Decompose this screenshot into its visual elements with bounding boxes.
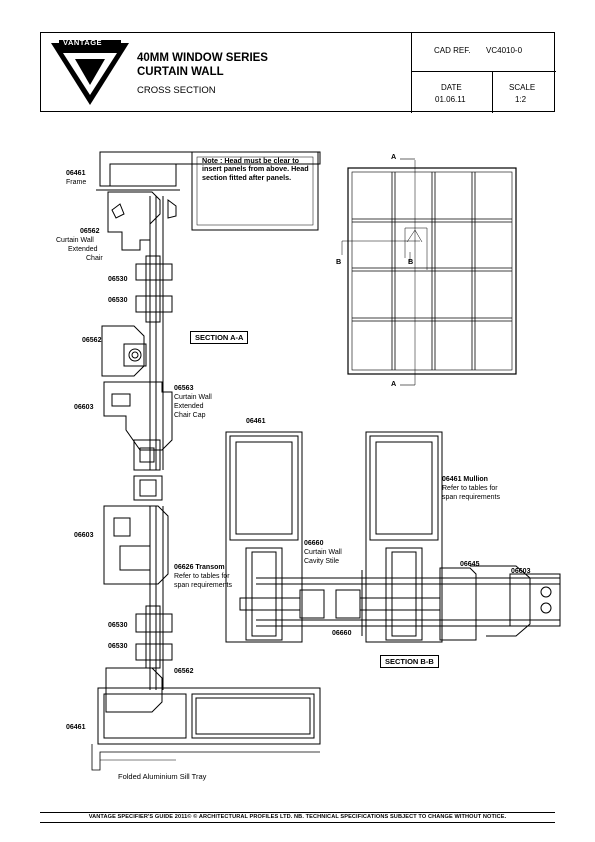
label-06562-b: 06562: [82, 337, 102, 344]
marker-a-top: A: [391, 152, 397, 161]
vantage-logo: [51, 40, 129, 105]
label-06461-bottom: 06461: [66, 724, 86, 731]
label-06461-frame-name: Frame: [66, 179, 87, 186]
label-06562-code: 06562: [80, 228, 100, 235]
label-06660-name2: Cavity Stile: [304, 558, 340, 565]
scale-value: 1:2: [515, 95, 527, 104]
label-06603-c: 06603: [511, 568, 531, 575]
label-06660-b: 06660: [332, 630, 352, 637]
head-note: Note : Head must be clear to insert pane…: [202, 156, 309, 182]
label-06530-b: 06530: [108, 297, 128, 304]
label-sill-tray: Folded Aluminium Sill Tray: [118, 772, 207, 781]
product-title: CURTAIN WALL: [137, 66, 224, 78]
logo-text: VANTAGE: [63, 38, 103, 47]
label-06461-mullion-code: 06461 Mullion: [442, 476, 488, 483]
series-title: 40MM WINDOW SERIES: [137, 52, 268, 64]
marker-b-left: B: [336, 257, 342, 266]
label-06645: 06645: [460, 561, 480, 568]
title-block-divider: [411, 71, 556, 72]
section-bb-label: SECTION B-B: [380, 655, 439, 668]
title-block-divider: [492, 71, 493, 113]
label-06563-name1: Curtain Wall: [174, 394, 212, 401]
label-06626-name1: Refer to tables for: [174, 573, 230, 580]
label-06563-name3: Chair Cap: [174, 412, 206, 419]
label-06461-mid: 06461: [246, 418, 266, 425]
label-06530-d: 06530: [108, 643, 128, 650]
label-06461-frame-code: 06461: [66, 170, 86, 177]
marker-b-right: B: [408, 257, 414, 266]
label-06530-c: 06530: [108, 622, 128, 629]
label-06562-name3: Chair: [86, 255, 103, 262]
label-06461-mullion-name2: span requirements: [442, 494, 500, 501]
label-06603-a: 06603: [74, 404, 94, 411]
section-aa-label: SECTION A-A: [190, 331, 249, 344]
date-value: 01.06.11: [435, 95, 466, 104]
label-06660-name1: Curtain Wall: [304, 549, 342, 556]
marker-a-bottom: A: [391, 379, 397, 388]
scale-label: SCALE: [509, 83, 536, 92]
label-06603-b: 06603: [74, 532, 94, 539]
label-06562-c: 06562: [174, 668, 194, 675]
label-06562-name1: Curtain Wall: [56, 237, 94, 244]
cad-ref-value: VC4010-0: [486, 46, 523, 55]
label-06562-name2: Extended: [68, 246, 98, 253]
label-06563-name2: Extended: [174, 403, 204, 410]
label-06530-a: 06530: [108, 276, 128, 283]
cad-ref-label: CAD REF.: [434, 46, 471, 55]
title-block-divider: [411, 33, 412, 113]
elevation-grid: [341, 158, 517, 386]
label-06660-code: 06660: [304, 540, 324, 547]
title-block: VANTAGE 40MM WINDOW SERIES CURTAIN WALL …: [40, 32, 556, 113]
label-06461-mullion-name1: Refer to tables for: [442, 485, 498, 492]
date-label: DATE: [441, 83, 462, 92]
label-06626-name2: span requirements: [174, 582, 232, 589]
label-06563-code: 06563: [174, 385, 194, 392]
footer: VANTAGE SPECIFIER'S GUIDE 2011© © ARCHIT…: [40, 812, 555, 823]
label-06626-code: 06626 Transom: [174, 564, 225, 571]
drawing-title: CROSS SECTION: [137, 85, 216, 96]
